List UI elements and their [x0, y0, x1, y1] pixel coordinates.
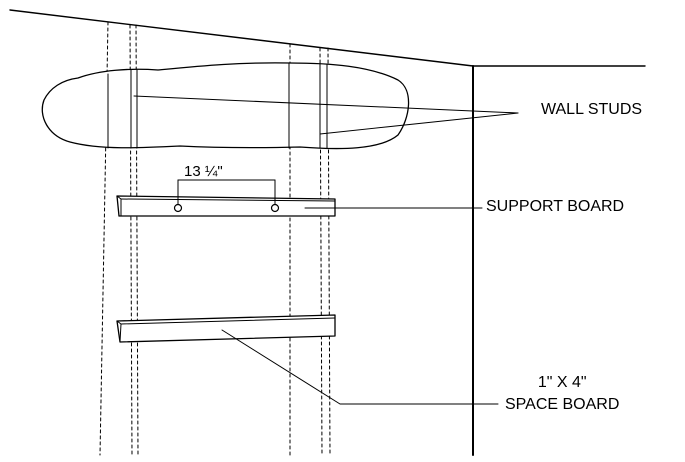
support-board [116, 195, 336, 217]
space-board-size: 1" X 4" [537, 374, 587, 391]
space-board-name: SPACE BOARD [505, 396, 620, 413]
wall-cutaway-outline [41, 62, 410, 150]
space-board-leader [221, 329, 499, 405]
wall-studs-label: WALL STUDS [541, 101, 643, 118]
wall-studs-leader [133, 95, 519, 114]
stud-spacing-dimension: 13 ¼" [184, 163, 223, 180]
wall-studs-leader [319, 112, 519, 135]
support-board-label: SUPPORT BOARD [486, 198, 625, 215]
space-board-label: 1" X 4" SPACE BOARD [505, 372, 619, 416]
dimension-bracket [177, 179, 276, 205]
ceiling-line [9, 9, 474, 67]
space-board [116, 314, 336, 343]
